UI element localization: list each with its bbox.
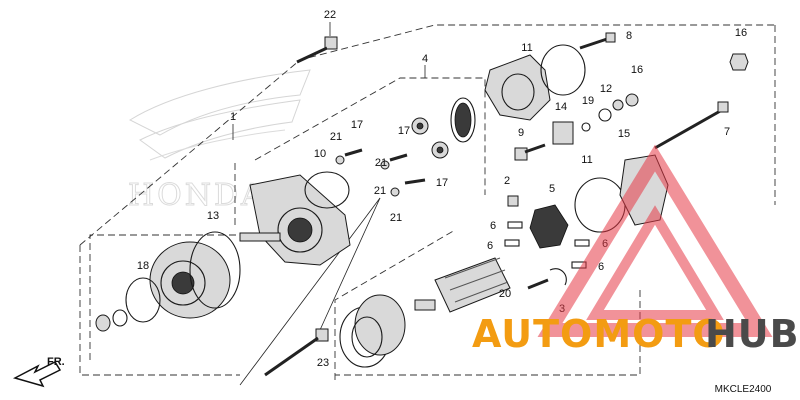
armature xyxy=(414,257,511,313)
part-number: 21 xyxy=(330,131,342,143)
part-number: 22 xyxy=(324,9,336,21)
part-number: 23 xyxy=(317,357,329,369)
part-number: 19 xyxy=(582,95,594,107)
watermark-text-orange: AUTOMOTO xyxy=(472,312,726,356)
part-number: 17 xyxy=(436,177,448,189)
clip-3 xyxy=(549,268,567,286)
o-ring-18 xyxy=(125,277,161,323)
planetary-housing xyxy=(149,231,241,319)
part-number: 20 xyxy=(499,288,511,300)
part-number: 21 xyxy=(374,185,386,197)
part-number: 6 xyxy=(487,240,493,252)
long-bolt xyxy=(296,36,338,64)
washer-15 xyxy=(612,99,624,111)
nut-16-top xyxy=(729,53,749,71)
part-number: 11 xyxy=(521,42,532,54)
terminal-14 xyxy=(552,121,574,145)
o-ring-10 xyxy=(304,171,350,209)
part-number: 4 xyxy=(422,53,428,65)
assembly-outline xyxy=(79,24,776,380)
front-cover-housing xyxy=(239,174,351,266)
bolt-8 xyxy=(579,36,611,50)
washer-12 xyxy=(598,108,612,122)
washer xyxy=(112,309,128,327)
spring xyxy=(504,239,520,247)
svg-text:HONDA: HONDA xyxy=(128,178,266,213)
diagram-code: MKCLE2400 xyxy=(715,384,772,395)
spring xyxy=(574,239,590,247)
part-number: 11 xyxy=(581,154,592,166)
automotohub-watermark: AUTOMOTO HUB xyxy=(472,144,800,356)
part-number: 8 xyxy=(626,30,632,42)
part-number: 13 xyxy=(207,210,219,222)
part-number: 21 xyxy=(390,212,402,224)
part-number: 16 xyxy=(631,64,643,76)
rear-cover-top xyxy=(484,44,586,121)
part-number: 12 xyxy=(600,83,612,95)
part-number: 18 xyxy=(137,260,149,272)
part-number: 7 xyxy=(724,126,730,138)
part-number: 1 xyxy=(230,111,236,123)
spring xyxy=(507,221,523,229)
washer-small xyxy=(95,314,111,332)
screw-20 xyxy=(527,278,549,290)
part-number: 9 xyxy=(518,127,524,139)
direction-label: FR. xyxy=(47,356,65,368)
part-number: 17 xyxy=(398,125,410,137)
part-number: 15 xyxy=(618,128,630,140)
part-number: 6 xyxy=(490,220,496,232)
nut-16 xyxy=(625,93,639,107)
planetary-gear xyxy=(411,97,476,159)
washer-19 xyxy=(581,122,591,132)
part-number: 5 xyxy=(549,183,555,195)
brush-holder xyxy=(507,195,569,249)
part-number: 6 xyxy=(598,261,604,273)
part-number: 17 xyxy=(351,119,363,131)
yoke xyxy=(339,294,406,368)
part-number: 21 xyxy=(375,157,387,169)
part-number: 2 xyxy=(504,175,510,187)
part-number: 14 xyxy=(555,101,567,113)
bolt-7 xyxy=(654,108,723,150)
part-number: 10 xyxy=(314,148,326,160)
honda-wing-logo: HONDA xyxy=(128,69,311,214)
part-number: 16 xyxy=(735,27,747,39)
long-bolt-lower xyxy=(264,328,329,377)
watermark-text-dark: HUB xyxy=(705,312,800,356)
small-bolts xyxy=(335,148,426,197)
front-direction-arrow: FR. xyxy=(12,356,65,388)
bolt-9 xyxy=(514,143,546,161)
